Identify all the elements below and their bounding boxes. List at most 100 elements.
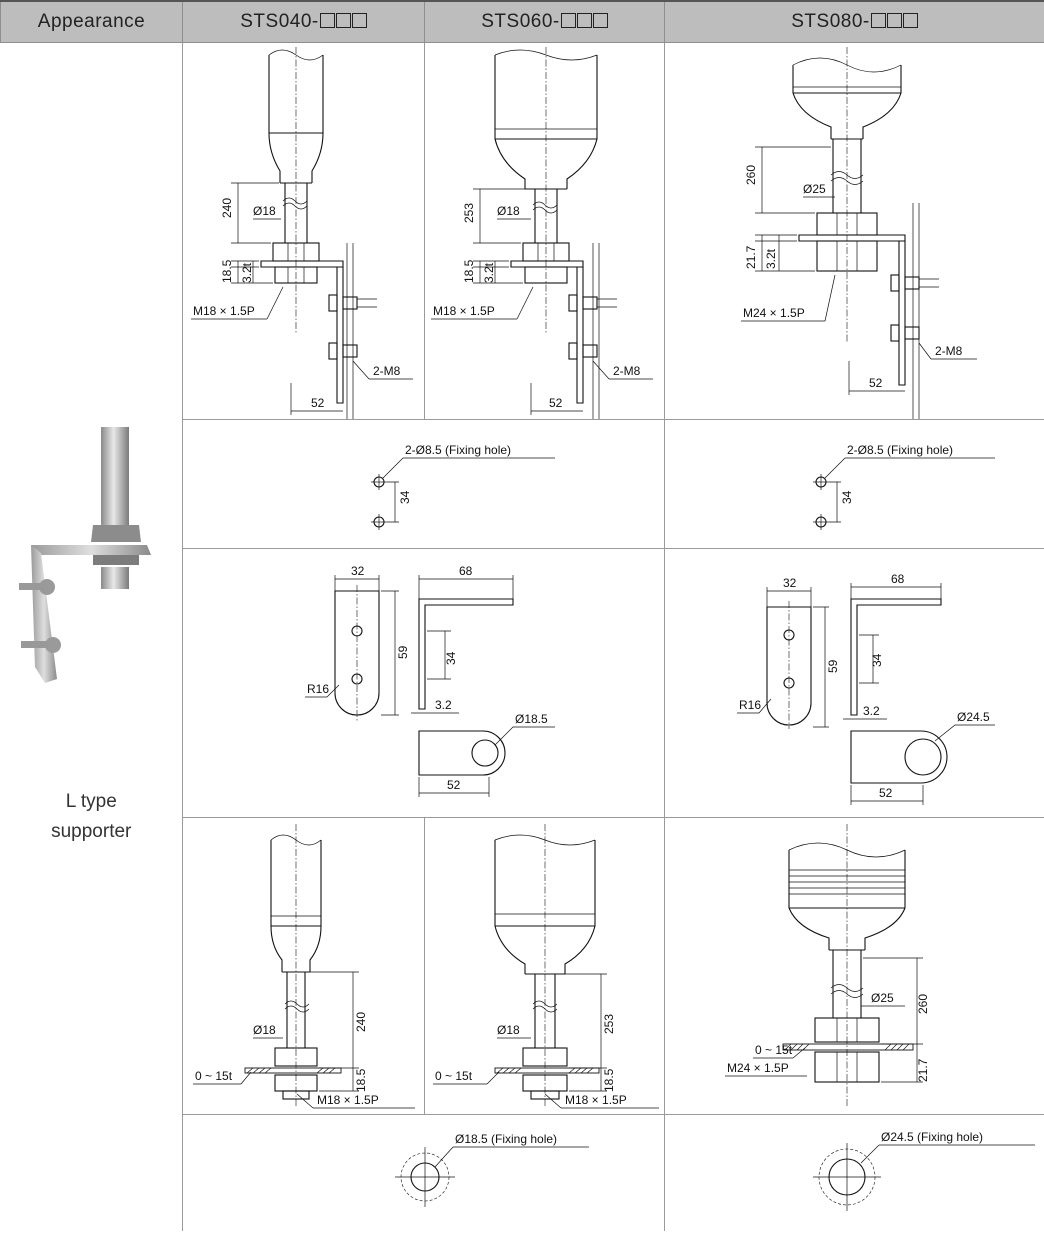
header-sts040-text: STS040- [240, 11, 319, 32]
sts060-panel-height: 18.5 [602, 1068, 616, 1092]
sts040-thread-label: M18 × 1.5P [193, 304, 255, 318]
header-appearance: Appearance [0, 0, 183, 43]
bracket-left-width: 32 [351, 564, 365, 578]
fixing-hole-left-pitch: 34 [398, 490, 412, 504]
code-box [560, 13, 576, 28]
bracket-right-radius: R16 [739, 698, 761, 712]
sts080-panel-mount: 260 21.7 Ø25 0 ~ 15t M24 × 1.5P [664, 817, 1044, 1115]
bracket-left-thickness: 3.2 [435, 698, 452, 712]
sts040-panel-thread: M18 × 1.5P [317, 1093, 379, 1107]
fixing-holes-left-drawing: 2-Ø8.5 (Fixing hole) 34 [371, 443, 555, 530]
bracket-detail-040-060: 32 59 R16 68 34 3.2 Ø18.5 52 [182, 548, 665, 818]
sts080-panel-drawing: 260 21.7 Ø25 0 ~ 15t M24 × 1.5P [725, 824, 930, 1106]
bracket-right-base-width: 52 [879, 786, 893, 800]
bracket-left-height: 59 [396, 645, 410, 659]
sts060-side-drawing: 253 18.5 3.2t Ø18 M18 × 1.5P 2-M8 52 [431, 47, 653, 419]
sts080-panel-dia: Ø25 [871, 991, 894, 1005]
bracket-left-base-width: 52 [447, 778, 461, 792]
bracket-right-length: 68 [891, 572, 905, 586]
row-bracket-detail: 32 59 R16 68 34 3.2 Ø18.5 52 [1, 548, 1044, 818]
row-fixing-holes: 2-Ø8.5 (Fixing hole) 34 2-Ø8.5 (Fixing h… [1, 419, 1044, 549]
code-box [351, 13, 367, 28]
fixing-hole-right-pitch: 34 [840, 490, 854, 504]
bracket-right-thickness: 3.2 [863, 704, 880, 718]
sts060-thread-label: M18 × 1.5P [433, 304, 495, 318]
fixing-holes-080: 2-Ø8.5 (Fixing hole) 34 [664, 419, 1044, 549]
sts040-h1-label: 18.5 [220, 259, 234, 283]
sts060-panel-range: 0 ~ 15t [435, 1069, 473, 1083]
sts080-h2-label: 3.2t [764, 248, 778, 269]
sts060-panel-mount: 253 18.5 Ø18 0 ~ 15t M18 × 1.5P [424, 817, 665, 1115]
code-box [319, 13, 335, 28]
sts080-panel-thread: M24 × 1.5P [727, 1061, 789, 1075]
sts080-side-drawing: 260 21.7 3.2t Ø25 M24 × 1.5P 2-M8 52 [741, 47, 977, 419]
sts060-panel-length: 253 [602, 1014, 616, 1034]
header-sts040: STS040- [182, 0, 425, 43]
sts040-bolt-label: 2-M8 [373, 364, 401, 378]
sts080-thread-label: M24 × 1.5P [743, 306, 805, 320]
sts060-h2-label: 3.2t [482, 262, 496, 283]
fixing-holes-right-drawing: 2-Ø8.5 (Fixing hole) 34 [813, 443, 995, 530]
code-box [870, 13, 886, 28]
sts060-h1-label: 18.5 [462, 259, 476, 283]
header-sts060-text: STS060- [481, 11, 560, 32]
appearance-cell: L type supporter [0, 42, 183, 1231]
row-side-view: L type supporter [0, 42, 1044, 1231]
sts080-length-label: 260 [744, 165, 758, 185]
bracket-left-pitch: 34 [444, 651, 458, 665]
sts040-panel-mount: 240 18.5 Ø18 0 ~ 15t M18 × 1.5P [182, 817, 425, 1115]
bracket-left-drawing: 32 59 R16 68 34 3.2 Ø18.5 52 [305, 564, 555, 797]
sts080-h1-label: 21.7 [744, 245, 758, 269]
code-box [576, 13, 592, 28]
sts040-h2-label: 3.2t [240, 262, 254, 283]
code-box [886, 13, 902, 28]
header-row: Appearance STS040- STS060- STS080- [0, 0, 1044, 43]
sts080-panel-range: 0 ~ 15t [755, 1043, 793, 1057]
bracket-left-hole-dia: Ø18.5 [515, 712, 548, 726]
sts080-dia-label: Ø25 [803, 182, 826, 196]
header-sts080-text: STS080- [791, 11, 870, 32]
appearance-label: L type supporter [1, 787, 183, 847]
sts040-width-label: 52 [311, 396, 325, 410]
code-box [335, 13, 351, 28]
appearance-label-line1: L type [65, 791, 117, 812]
bracket-right-drawing: 32 59 R16 68 34 3.2 Ø24.5 52 [737, 572, 995, 805]
panel-hole-040-060: Ø18.5 (Fixing hole) [182, 1114, 665, 1231]
fixing-holes-040-060: 2-Ø8.5 (Fixing hole) 34 [182, 419, 665, 549]
bracket-left-length: 68 [459, 564, 473, 578]
header-sts080: STS080- [664, 0, 1044, 43]
sts040-panel-height: 18.5 [354, 1068, 368, 1092]
bracket-right-height: 59 [826, 659, 840, 673]
l-type-supporter-photo [18, 427, 151, 683]
sts080-width-label: 52 [869, 376, 883, 390]
bracket-right-width: 32 [783, 576, 797, 590]
panel-hole-right-drawing: Ø24.5 (Fixing hole) [813, 1130, 1035, 1211]
row-panel-mount: 240 18.5 Ø18 0 ~ 15t M18 × 1.5P [1, 817, 1044, 1115]
sts060-length-label: 253 [462, 203, 476, 223]
row-panel-fixing-hole: Ø18.5 (Fixing hole) Ø24.5 (Fixing hole) [1, 1114, 1044, 1231]
fixing-hole-left-label: 2-Ø8.5 (Fixing hole) [405, 443, 511, 457]
appearance-label-line2: supporter [51, 821, 132, 842]
sts080-panel-height: 21.7 [916, 1058, 930, 1082]
header-sts060: STS060- [424, 0, 665, 43]
panel-hole-left-label: Ø18.5 (Fixing hole) [455, 1132, 557, 1146]
sts040-panel-range: 0 ~ 15t [195, 1069, 233, 1083]
bracket-right-hole-dia: Ø24.5 [957, 710, 990, 724]
panel-hole-left-drawing: Ø18.5 (Fixing hole) [395, 1132, 589, 1207]
header-appearance-text: Appearance [37, 11, 146, 32]
sts040-length-label: 240 [220, 198, 234, 218]
sts040-dia-label: Ø18 [253, 204, 276, 218]
fixing-hole-right-label: 2-Ø8.5 (Fixing hole) [847, 443, 953, 457]
code-box [592, 13, 608, 28]
sts080-bolt-label: 2-M8 [935, 344, 963, 358]
panel-hole-right-label: Ø24.5 (Fixing hole) [881, 1130, 983, 1144]
sts080-panel-length: 260 [916, 994, 930, 1014]
panel-hole-080: Ø24.5 (Fixing hole) [664, 1114, 1044, 1231]
sts060-width-label: 52 [549, 396, 563, 410]
sts040-side-drawing: 240 18.5 3.2t Ø18 M18 × 1.5P 2-M8 52 [191, 47, 413, 419]
bracket-detail-080: 32 59 R16 68 34 3.2 Ø24.5 52 [664, 548, 1044, 818]
bracket-left-radius: R16 [307, 682, 329, 696]
sts060-side-view: 253 18.5 3.2t Ø18 M18 × 1.5P 2-M8 52 [424, 42, 665, 420]
code-box [902, 13, 918, 28]
